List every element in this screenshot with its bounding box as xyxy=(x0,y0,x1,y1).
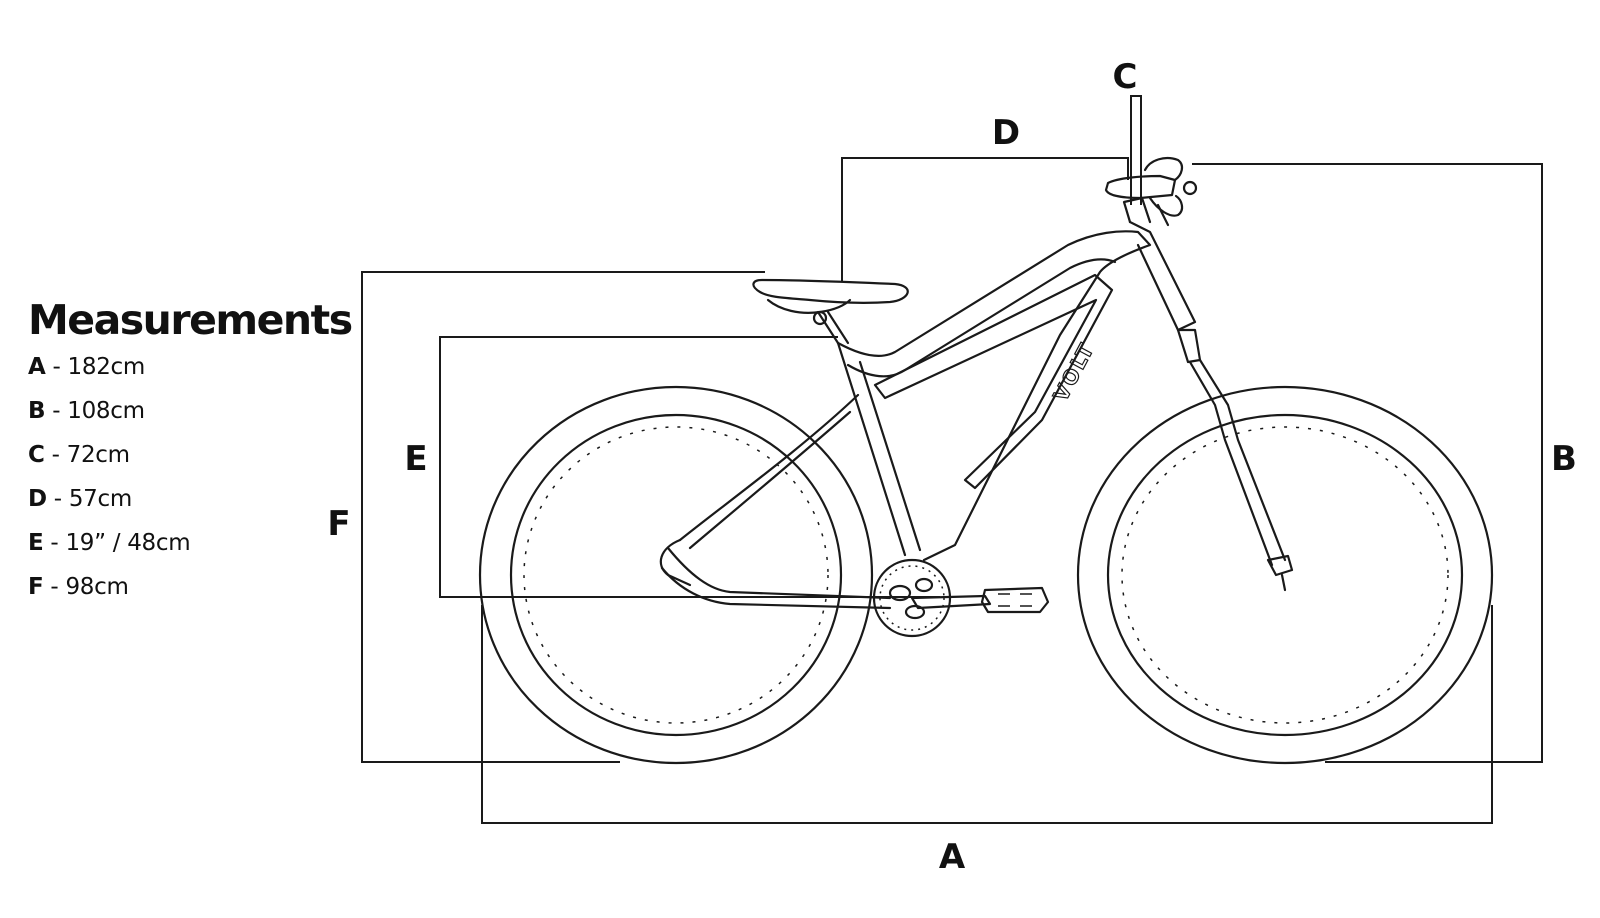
dimension-d: D xyxy=(841,113,1129,282)
dimension-label-c: C xyxy=(1113,57,1138,97)
dimension-label-b: B xyxy=(1551,439,1577,479)
bicycle-drawing: VOLT xyxy=(478,156,1494,765)
dimension-label-a: A xyxy=(939,837,966,877)
legend-value: - 19” / 48cm xyxy=(43,530,191,556)
legend-value: - 57cm xyxy=(46,486,132,512)
battery: VOLT xyxy=(873,273,1114,490)
front-fork xyxy=(1176,328,1294,592)
legend-value: - 98cm xyxy=(43,574,129,600)
legend-key: D xyxy=(28,486,47,512)
legend-item-b: B - 108cm xyxy=(28,396,352,440)
dimension-f: F xyxy=(327,271,765,763)
legend-key: C xyxy=(28,442,45,468)
legend-value: - 182cm xyxy=(45,354,146,380)
legend-key: B xyxy=(28,398,46,424)
dimension-a: A xyxy=(481,605,1493,877)
measurements-legend: Measurements A - 182cm B - 108cm C - 72c… xyxy=(28,296,353,616)
saddle xyxy=(752,278,909,345)
dimension-label-e: E xyxy=(404,439,427,479)
front-wheel xyxy=(1076,385,1494,765)
legend-key: A xyxy=(28,354,46,380)
frame xyxy=(659,220,1197,610)
legend-item-e: E - 19” / 48cm xyxy=(28,528,352,572)
legend-key: E xyxy=(28,530,44,556)
dimension-label-d: D xyxy=(992,113,1020,153)
legend-item-f: F - 98cm xyxy=(28,572,352,616)
legend-title: Measurements xyxy=(28,296,353,344)
legend-key: F xyxy=(28,574,44,600)
legend-item-a: A - 182cm xyxy=(28,352,352,396)
legend-value: - 72cm xyxy=(44,442,130,468)
dimension-e: E xyxy=(404,336,940,598)
dimension-label-f: F xyxy=(327,504,350,544)
crankset xyxy=(872,558,1050,638)
rear-wheel xyxy=(478,385,874,765)
legend-value: - 108cm xyxy=(45,398,145,424)
dimension-c: C xyxy=(1113,57,1142,205)
dimension-b: B xyxy=(1192,163,1577,763)
handlebar xyxy=(1104,156,1198,227)
legend-item-d: D - 57cm xyxy=(28,484,352,528)
legend-item-c: C - 72cm xyxy=(28,440,352,484)
